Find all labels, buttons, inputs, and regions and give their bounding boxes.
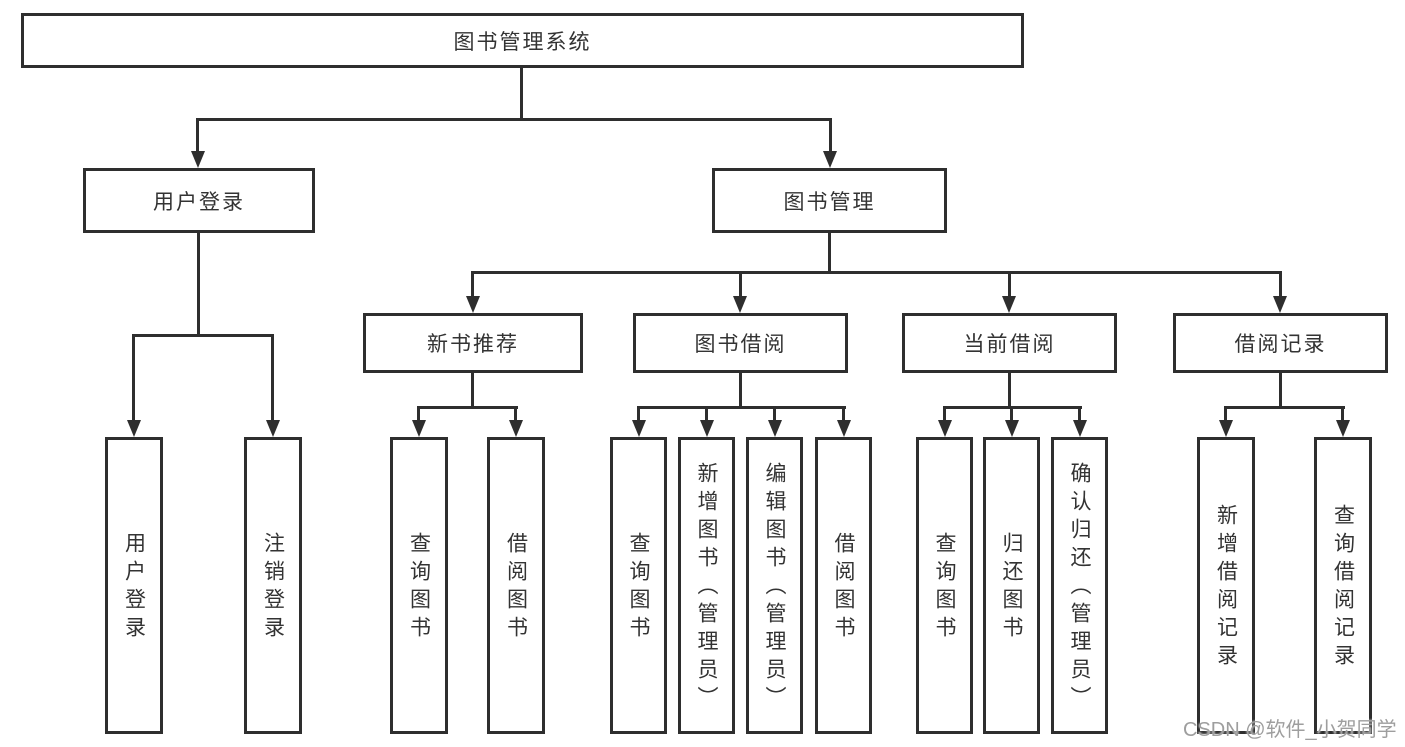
connector-shaft-cb-return: [1010, 406, 1013, 422]
connector-root-rail: [197, 118, 832, 121]
leaf-user-login: 用户登录: [105, 437, 163, 734]
node-new-book-rec: 新书推荐: [363, 313, 583, 373]
leaf-nbr-query-books: 查询图书: [390, 437, 448, 734]
leaf-logout: 注销登录: [244, 437, 302, 734]
connector-shaft-bb-add: [705, 406, 708, 422]
node-book-mgmt-label: 图书管理: [783, 190, 876, 214]
connector-shaft-nbr-query: [417, 406, 420, 422]
node-book-borrow: 图书借阅: [633, 313, 848, 373]
connector-user-login-rail: [132, 334, 274, 337]
arrowhead-cb-return: [1005, 420, 1019, 437]
leaf-nbr-query-books-label: 查询图书: [407, 531, 431, 644]
connector-shaft-cb-query: [943, 406, 946, 422]
arrowhead-current-borrow: [1002, 296, 1016, 313]
leaf-cb-return-books: 归还图书: [983, 437, 1040, 734]
arrowhead-bb-borrow: [837, 420, 851, 437]
connector-book-borrow-rail: [637, 406, 846, 409]
arrowhead-user-login: [191, 151, 205, 168]
node-current-borrow-label: 当前借阅: [963, 333, 1056, 356]
leaf-br-add-record: 新增借阅记录: [1197, 437, 1255, 734]
connector-shaft-book-mgmt: [829, 118, 832, 153]
connector-user-login-stem: [197, 233, 200, 337]
node-user-login-label: 用户登录: [153, 190, 245, 214]
arrowhead-bb-add: [700, 420, 714, 437]
leaf-bb-query-books-label: 查询图书: [627, 531, 650, 644]
connector-root-stem: [520, 68, 523, 120]
connector-shaft-user-login: [196, 118, 199, 153]
leaf-logout-label: 注销登录: [261, 531, 285, 644]
leaf-br-query-record: 查询借阅记录: [1314, 437, 1372, 734]
node-book-borrow-label: 图书借阅: [694, 333, 787, 356]
connector-shaft-bb-borrow: [842, 406, 845, 422]
leaf-cb-query-books-label: 查询图书: [933, 531, 956, 644]
connector-shaft-bb-query: [637, 406, 640, 422]
connector-book-mgmt-stem: [828, 233, 831, 274]
connector-shaft-new-book-rec: [471, 271, 474, 299]
arrowhead-br-query: [1336, 420, 1350, 437]
leaf-br-add-record-label: 新增借阅记录: [1214, 503, 1238, 672]
arrowhead-book-mgmt: [823, 151, 837, 168]
connector-new-book-rec-rail: [417, 406, 518, 409]
connector-current-borrow-stem: [1008, 373, 1011, 409]
leaf-bb-add-books-admin-label: 新增图书（管理员）: [695, 461, 718, 714]
leaf-bb-borrow-books-label: 借阅图书: [832, 531, 855, 644]
node-root-system: 图书管理系统: [21, 13, 1024, 68]
connector-book-mgmt-rail: [471, 271, 1281, 274]
arrowhead-book-borrow: [733, 296, 747, 313]
arrowhead-bb-query: [632, 420, 646, 437]
leaf-user-login-label: 用户登录: [122, 531, 146, 644]
node-root-label: 图书管理系统: [453, 30, 592, 54]
connector-shaft-br-query: [1341, 406, 1344, 422]
leaf-cb-return-books-label: 归还图书: [1000, 531, 1023, 644]
arrowhead-cb-query: [938, 420, 952, 437]
arrowhead-bb-edit: [768, 420, 782, 437]
leaf-bb-add-books-admin: 新增图书（管理员）: [678, 437, 735, 734]
connector-shaft-current-borrow: [1008, 271, 1011, 299]
leaf-bb-edit-books-admin: 编辑图书（管理员）: [746, 437, 803, 734]
arrowhead-leaf-login: [127, 420, 141, 437]
arrowhead-leaf-logout: [266, 420, 280, 437]
node-borrow-records-label: 借阅记录: [1234, 333, 1327, 356]
node-borrow-records: 借阅记录: [1173, 313, 1388, 373]
leaf-bb-borrow-books: 借阅图书: [815, 437, 872, 734]
node-new-book-rec-label: 新书推荐: [427, 333, 519, 356]
connector-shaft-book-borrow: [739, 271, 742, 299]
connector-borrow-records-rail: [1224, 406, 1345, 409]
leaf-nbr-borrow-books: 借阅图书: [487, 437, 545, 734]
connector-shaft-bb-edit: [773, 406, 776, 422]
connector-borrow-records-stem: [1279, 373, 1282, 409]
connector-shaft-nbr-borrow: [514, 406, 517, 422]
node-user-login: 用户登录: [83, 168, 315, 233]
leaf-br-query-record-label: 查询借阅记录: [1331, 503, 1355, 672]
leaf-nbr-borrow-books-label: 借阅图书: [504, 531, 528, 644]
csdn-watermark: CSDN @软件_小贺同学: [1183, 719, 1397, 741]
arrowhead-br-add: [1219, 420, 1233, 437]
connector-shaft-br-add: [1224, 406, 1227, 422]
node-current-borrow: 当前借阅: [902, 313, 1117, 373]
connector-shaft-cb-confirm: [1078, 406, 1081, 422]
arrowhead-nbr-borrow: [509, 420, 523, 437]
leaf-cb-confirm-return-admin-label: 确认归还（管理员）: [1068, 461, 1091, 714]
arrowhead-borrow-records: [1273, 296, 1287, 313]
leaf-bb-edit-books-admin-label: 编辑图书（管理员）: [763, 461, 786, 714]
arrowhead-cb-confirm: [1073, 420, 1087, 437]
connector-shaft-leaf-logout: [271, 334, 274, 422]
node-book-mgmt: 图书管理: [712, 168, 947, 233]
arrowhead-nbr-query: [412, 420, 426, 437]
arrowhead-new-book-rec: [466, 296, 480, 313]
leaf-bb-query-books: 查询图书: [610, 437, 667, 734]
connector-shaft-borrow-records: [1279, 271, 1282, 299]
connector-book-borrow-stem: [739, 373, 742, 409]
leaf-cb-query-books: 查询图书: [916, 437, 973, 734]
leaf-cb-confirm-return-admin: 确认归还（管理员）: [1051, 437, 1108, 734]
connector-shaft-leaf-login: [132, 334, 135, 422]
connector-new-book-rec-stem: [471, 373, 474, 409]
